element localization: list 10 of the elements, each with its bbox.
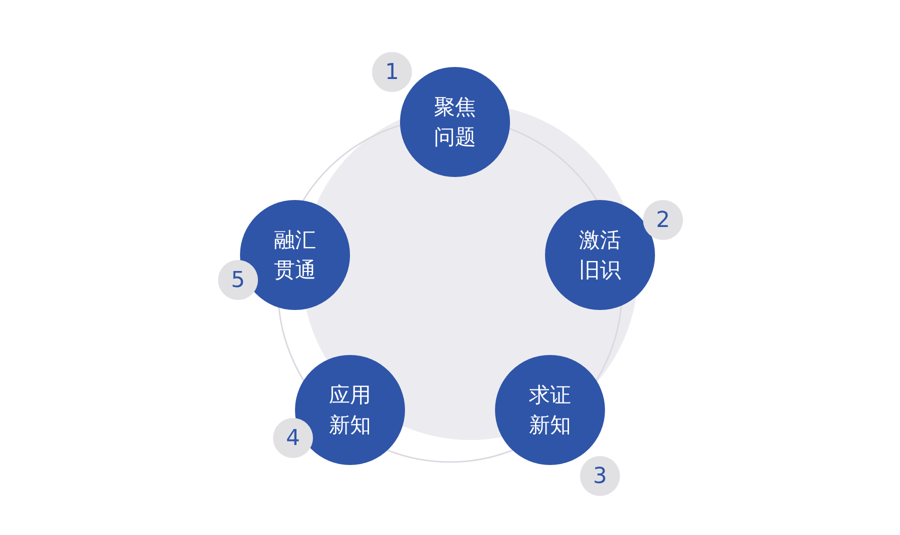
step-label: 求证新知: [528, 382, 572, 439]
step-label: 聚焦问题: [433, 94, 477, 151]
step-label: 应用新知: [328, 382, 372, 439]
step-number-badge: 1: [372, 52, 412, 92]
step-number-badge: 5: [218, 260, 258, 300]
step-number-badge: 3: [580, 456, 620, 496]
step-number-badge: 2: [643, 200, 683, 240]
step-label: 融汇贯通: [273, 227, 317, 284]
step-number-badge: 4: [273, 418, 313, 458]
step-label: 激活旧识: [578, 227, 622, 284]
